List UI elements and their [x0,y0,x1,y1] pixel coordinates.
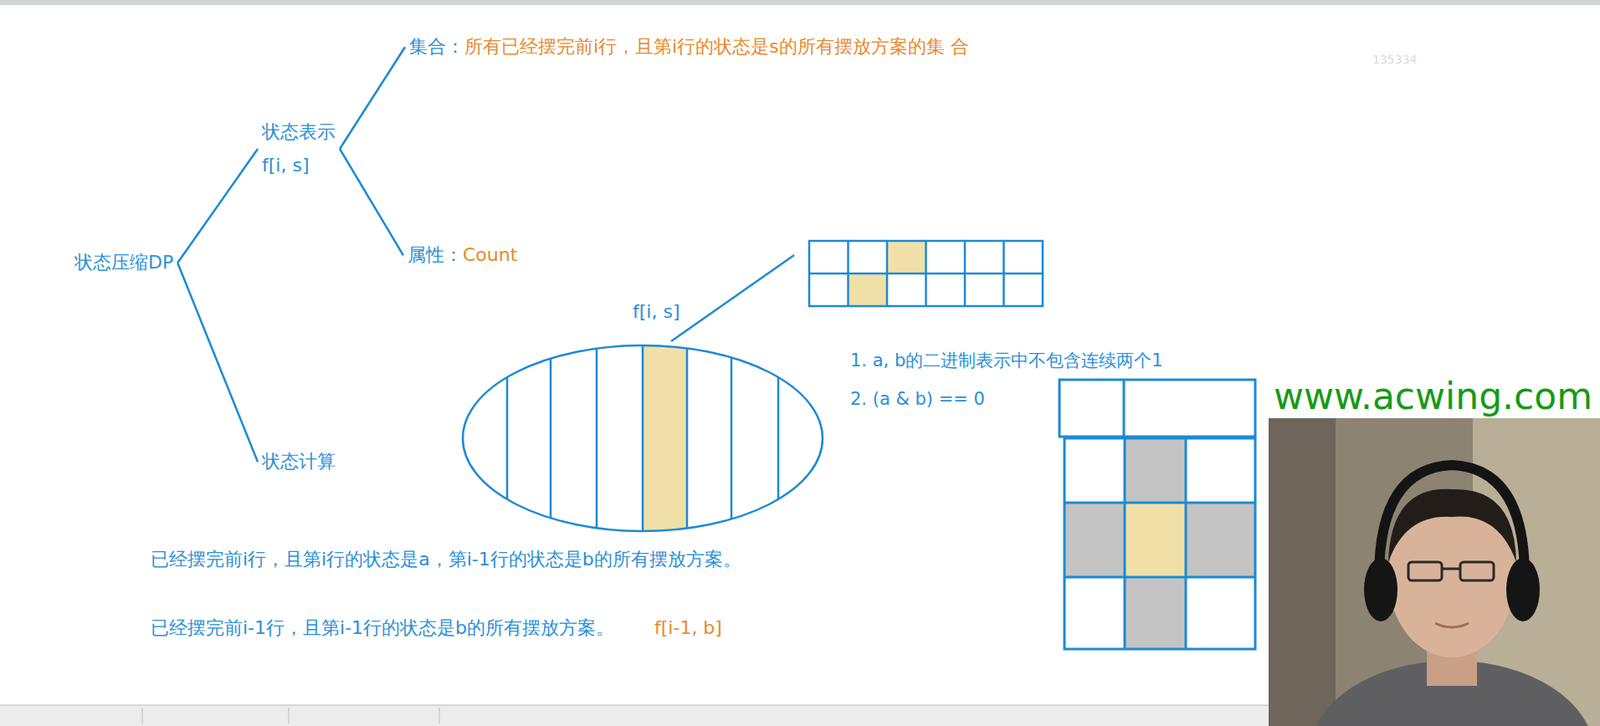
ellipse-shape [461,343,825,534]
grey-cell [1185,502,1256,578]
grey-cell [1124,438,1186,503]
status-divider [439,707,441,725]
stripe-line [730,343,734,534]
photo-mouth [1435,623,1469,628]
grid-lines [809,241,1043,307]
leaf-topic: 集合：所有已经摆完前i行，且第i行的状态是s的所有摆放方案的集 合 [409,35,970,60]
topic-text: 属性： [407,243,463,268]
watermark: 135334 [1372,51,1417,67]
window-stripe [0,0,1600,6]
topic-detail: 所有已经摆完前i行，且第i行的状态是s的所有摆放方案的集 合 [464,35,970,60]
leaf-topic: 属性：Count [407,243,518,268]
filled-cell [887,241,927,274]
branch-line [339,148,404,256]
stripes [507,343,779,534]
explanation-note: 已经摆完前i-1行，且第i-1行的状态是b的所有摆放方案。 [150,616,615,642]
grey-cell [1124,577,1186,650]
photo-glasses [1408,562,1442,581]
photo-earcup [1364,558,1398,622]
state-ellipse: f[i, s] [461,343,825,534]
stripe-line [641,343,645,534]
status-divider [142,707,144,725]
grid-lines [1064,438,1256,650]
photo-glasses [1460,562,1494,581]
photo-ground [1268,418,1600,726]
stripe-line [595,343,599,534]
photo-headphones [1379,465,1525,578]
explanation-note: 已经摆完前i行，且第i行的状态是a，第i-1行的状态是b的所有摆放方案。 [150,548,742,573]
formula-note: f[i-1, b] [654,616,723,642]
topic-detail: Count [462,243,518,268]
ellipse-outline [462,345,823,532]
branch-line [339,46,406,149]
small-grid [809,241,1043,307]
grid-lines [1059,379,1256,437]
stripe-line [777,343,780,534]
stripe-line [506,343,509,534]
status-divider [288,707,290,725]
leader-line [671,255,795,342]
root-topic: 状态压缩DP [74,251,174,276]
condition-note: 2. (a & b) == 0 [850,388,985,411]
topic-text: 状态计算 [261,450,336,475]
status-bar [0,705,1269,726]
neighbour-grid [1059,379,1256,650]
status-bar-border [0,705,1269,707]
topic-text: 集合： [409,35,465,60]
topic-detail: f[i, s] [261,148,309,183]
branch-topic: 状态计算 [261,450,336,475]
filled-cell [848,273,888,307]
grey-cell [1064,502,1125,578]
site-watermark: www.acwing.com [1273,378,1593,416]
photo-hair [1388,489,1517,563]
webcam-image [1268,418,1600,726]
topic-text: 状态压缩DP [74,251,174,276]
topic-text: f[i, s] [632,300,680,325]
highlight-stripe [642,343,688,534]
filled-cell [1124,502,1186,578]
condition-note: 1. a, b的二进制表示中不包含连续两个1 [850,349,1164,373]
stripe-line [686,343,689,534]
photo-shadow [1268,418,1336,726]
topic-text: 状态表示 [261,115,336,149]
stripe-line [549,343,553,534]
branch-line [177,148,258,263]
branch-line [177,262,258,462]
photo-glasses [1441,568,1461,571]
photo-earcup [1506,558,1540,622]
branch-topic: 状态表示f[i, s] [261,115,336,183]
